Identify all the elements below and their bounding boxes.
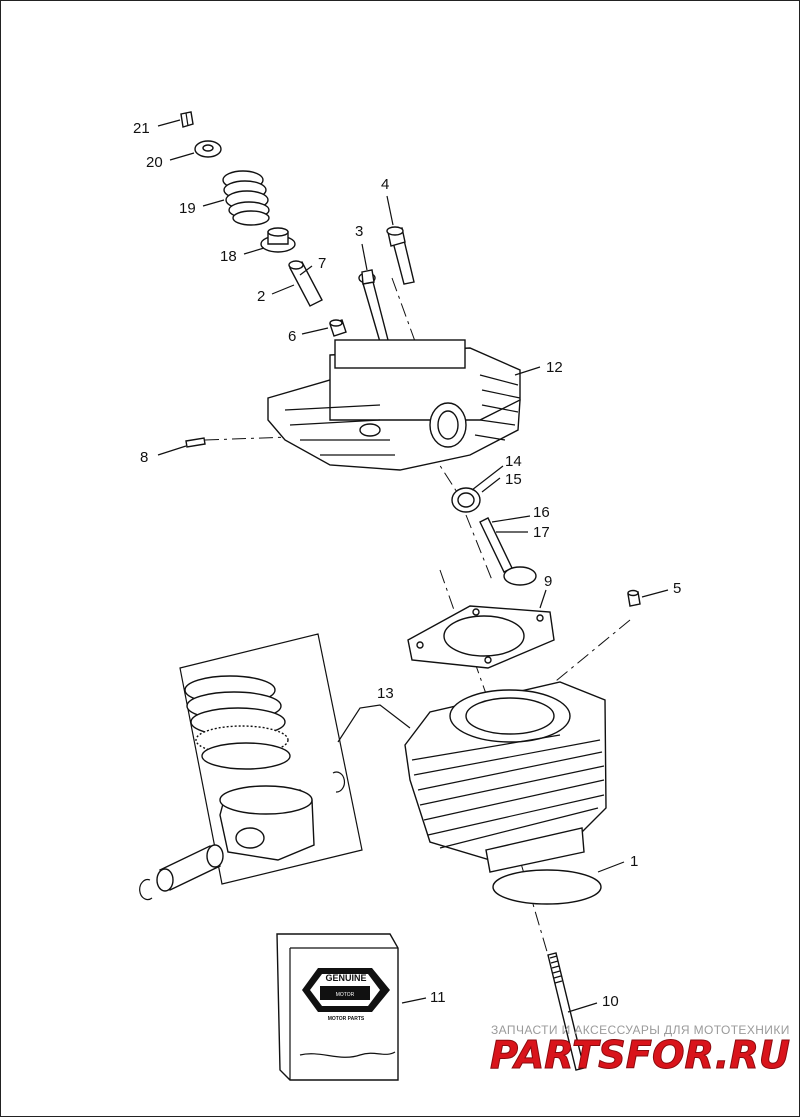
valve-spring-part (222, 170, 270, 226)
callout-9: 9 (544, 573, 552, 590)
piston-part (219, 785, 315, 861)
callout-leader-lines (157, 119, 669, 1013)
callout-6: 6 (288, 328, 296, 345)
callout-17: 17 (533, 524, 550, 541)
callout-1: 1 (630, 853, 638, 870)
callout-13: 13 (377, 685, 394, 702)
logo-text-genuine: GENUINE (325, 973, 366, 983)
callout-18: 18 (220, 248, 237, 265)
o-ring-part (492, 869, 602, 905)
callout-20: 20 (146, 154, 163, 171)
head-gasket-part (407, 605, 555, 669)
callout-8: 8 (140, 449, 148, 466)
callout-21: 21 (133, 120, 150, 137)
genuine-motor-parts-logo: GENUINE MOTOR MOTOR PARTS (302, 968, 390, 1022)
valve-seal-part (260, 227, 296, 253)
piston-rings-part (184, 675, 291, 770)
cylinder-head-part (267, 339, 521, 471)
valve-part (479, 517, 537, 586)
callout-2: 2 (257, 288, 265, 305)
valve-guide-part (288, 260, 323, 307)
callout-16: 16 (533, 504, 550, 521)
callout-labels: 21 20 19 18 7 2 6 3 4 12 8 14 15 16 17 9… (133, 120, 681, 1010)
logo-text-motor-parts: MOTOR PARTS (328, 1016, 365, 1022)
logo-text-motor: MOTOR (336, 992, 355, 998)
valve-seat-part (451, 487, 481, 513)
pushrod-part-3 (358, 269, 389, 343)
callout-7: 7 (318, 255, 326, 272)
watermark-caption: ЗАПЧАСТИ И АКСЕССУАРЫ ДЛЯ МОТОТЕХНИКИ (491, 1023, 790, 1037)
pushrod-part-4 (386, 226, 415, 285)
valve-guide-seal-part (329, 319, 347, 337)
callout-19: 19 (179, 200, 196, 217)
spring-retainer-part (194, 140, 222, 158)
cylinder-part (404, 681, 607, 873)
callout-5: 5 (673, 580, 681, 597)
dowel-pin-part (185, 437, 206, 448)
callout-15: 15 (505, 471, 522, 488)
dowel-part (627, 589, 641, 607)
callout-11: 11 (430, 989, 446, 1006)
callout-4: 4 (381, 176, 389, 193)
callout-10: 10 (602, 993, 619, 1010)
callout-12: 12 (546, 359, 563, 376)
callout-3: 3 (355, 223, 363, 240)
wrist-pin-part (156, 844, 224, 892)
watermark-brand: PARTSFOR.RU (490, 1033, 790, 1077)
callout-14: 14 (505, 453, 522, 470)
piston-kit-outline (179, 633, 411, 885)
watermark: ЗАПЧАСТИ И АКСЕССУАРЫ ДЛЯ МОТОТЕХНИКИ PA… (490, 1023, 791, 1078)
valve-keeper-part (180, 111, 194, 128)
cylinder-stud-part (547, 952, 585, 1071)
pin-clip-part (139, 771, 346, 901)
